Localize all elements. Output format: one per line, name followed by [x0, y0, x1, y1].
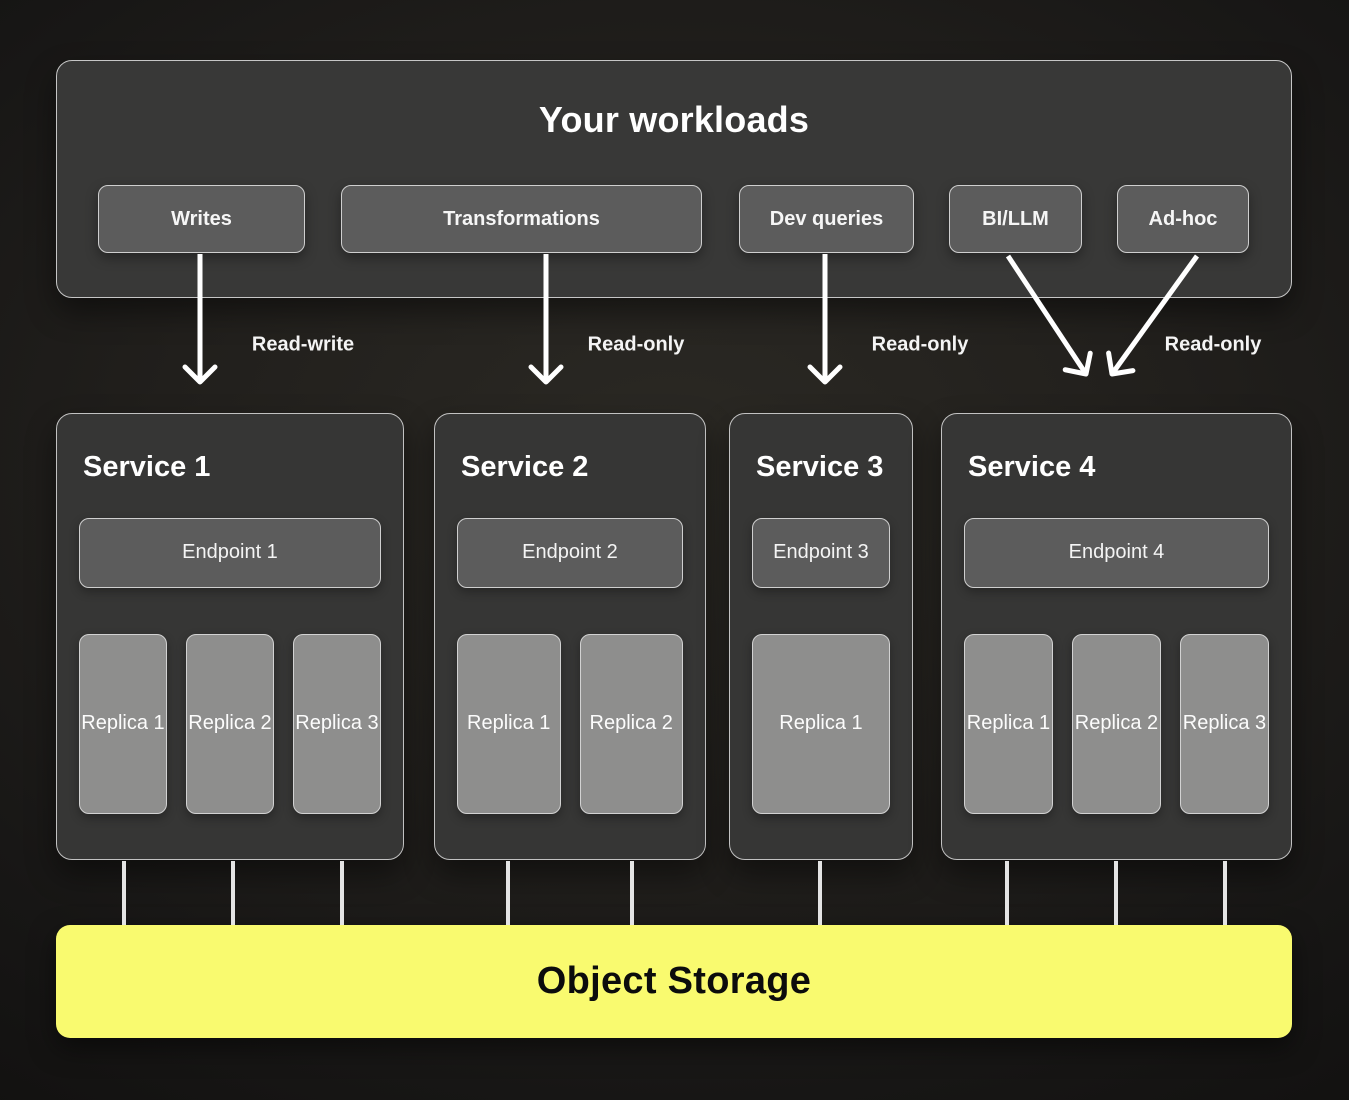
service-4-endpoint[interactable]: Endpoint 4 — [964, 517, 1269, 588]
workloads-panel: Your workloads Writes Transformations De… — [56, 60, 1292, 298]
service-2-replica-1[interactable]: Replica 1 — [457, 633, 561, 814]
service-3-endpoint[interactable]: Endpoint 3 — [752, 517, 890, 588]
workload-ad-hoc[interactable]: Ad-hoc — [1117, 185, 1249, 253]
service-3-replica-1[interactable]: Replica 1 — [752, 633, 890, 814]
service-1-endpoint[interactable]: Endpoint 1 — [79, 517, 381, 588]
service-2-replica-2[interactable]: Replica 2 — [579, 633, 683, 814]
service-2-name: Service 2 — [461, 451, 589, 483]
workload-bi-llm[interactable]: BI/LLM — [949, 185, 1082, 253]
service-4-replica-2[interactable]: Replica 2 — [1072, 633, 1161, 814]
workloads-title: Your workloads — [538, 99, 810, 140]
arrow-label-read-write: Read-write — [251, 333, 355, 356]
service-1-replica-3[interactable]: Replica 3 — [293, 633, 381, 814]
service-3-box: Service 3 Endpoint 3 Replica 1 — [729, 413, 913, 860]
workload-writes[interactable]: Writes — [98, 185, 305, 253]
workload-transformations[interactable]: Transformations — [341, 185, 702, 253]
service-1-name: Service 1 — [83, 451, 211, 483]
service-1-replica-2[interactable]: Replica 2 — [186, 633, 274, 814]
arrow-label-read-only-2: Read-only — [871, 333, 969, 356]
service-1-replicas: Replica 1 Replica 2 Replica 3 — [79, 633, 381, 814]
service-4-box: Service 4 Endpoint 4 Replica 1 Replica 2… — [941, 413, 1292, 860]
object-storage-label: Object Storage — [536, 960, 812, 1002]
service-4-replicas: Replica 1 Replica 2 Replica 3 — [964, 633, 1269, 814]
service-4-replica-3[interactable]: Replica 3 — [1180, 633, 1269, 814]
service-4-replica-1[interactable]: Replica 1 — [964, 633, 1053, 814]
service-2-replicas: Replica 1 Replica 2 — [457, 633, 683, 814]
service-2-endpoint[interactable]: Endpoint 2 — [457, 517, 683, 588]
service-2-box: Service 2 Endpoint 2 Replica 1 Replica 2 — [434, 413, 706, 860]
service-1-box: Service 1 Endpoint 1 Replica 1 Replica 2… — [56, 413, 404, 860]
service-3-replicas: Replica 1 — [752, 633, 890, 814]
service-1-replica-1[interactable]: Replica 1 — [79, 633, 167, 814]
service-3-name: Service 3 — [756, 451, 884, 483]
object-storage[interactable]: Object Storage — [56, 925, 1292, 1038]
arrow-label-read-only-1: Read-only — [587, 333, 685, 356]
workload-dev-queries[interactable]: Dev queries — [739, 185, 914, 253]
arrow-label-read-only-3: Read-only — [1164, 333, 1262, 356]
service-4-name: Service 4 — [968, 451, 1096, 483]
